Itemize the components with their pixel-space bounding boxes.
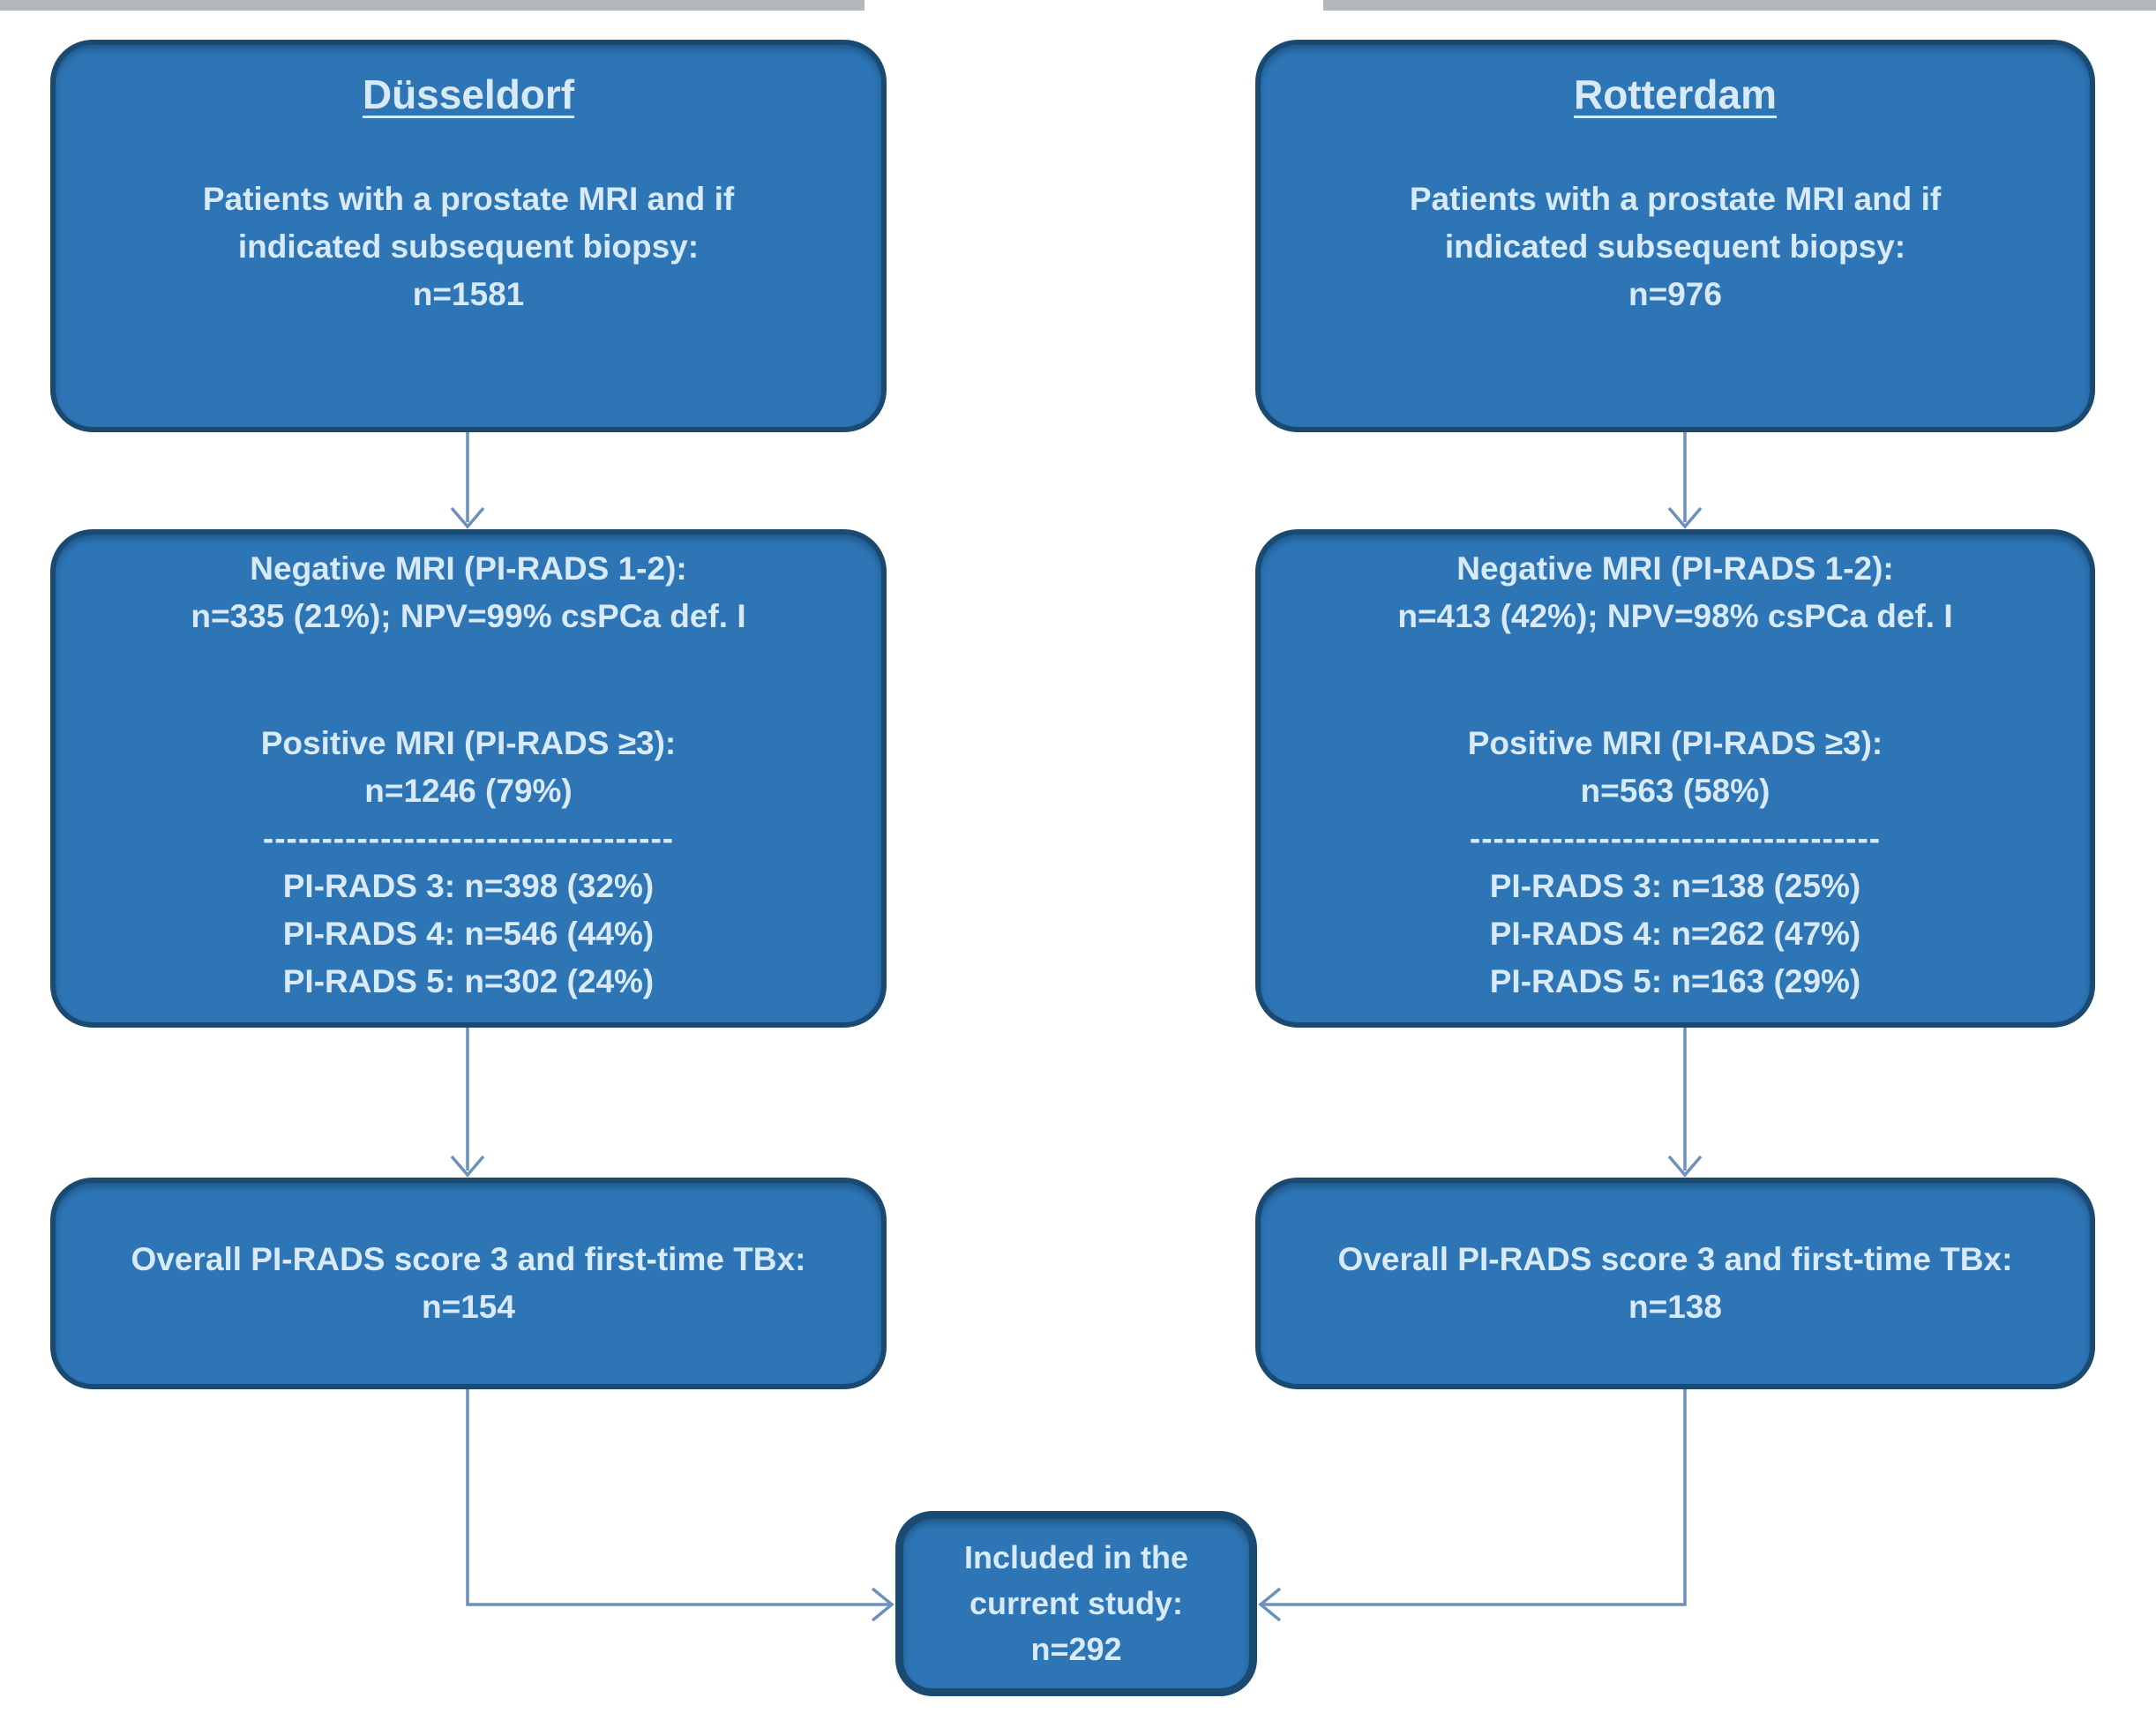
cohort-title: Rotterdam	[1573, 71, 1778, 117]
text-line: n=335 (21%); NPV=99% csPCa def. I	[191, 598, 746, 634]
top-border-right	[1323, 0, 2156, 11]
pirads4-count: PI-RADS 4: n=262 (47%)	[1489, 916, 1861, 952]
arrow-head-down-icon	[450, 1155, 485, 1178]
patient-count: n=1581	[412, 276, 525, 312]
pirads-breakdown-group: PI-RADS 3: n=398 (32%) PI-RADS 4: n=546 …	[283, 863, 655, 1006]
arrow-head-down-icon	[1667, 1155, 1703, 1178]
pirads4-count: PI-RADS 4: n=546 (44%)	[282, 916, 655, 952]
dashed-separator: -----------------------------------	[262, 820, 675, 857]
text-line: Overall PI-RADS score 3 and first-time T…	[131, 1241, 806, 1277]
positive-mri-group: Positive MRI (PI-RADS ≥3): n=1246 (79%)	[261, 720, 677, 815]
text-line: Included in the	[963, 1539, 1188, 1575]
patient-count: n=154	[422, 1289, 515, 1325]
dusseldorf-mri-results-box: Negative MRI (PI-RADS 1-2): n=335 (21%);…	[50, 529, 887, 1028]
included-in-study-box: Included in the current study: n=292	[895, 1511, 1257, 1696]
patient-count: n=292	[1030, 1631, 1122, 1667]
text-line: n=1246 (79%)	[364, 773, 573, 809]
text-line: Positive MRI (PI-RADS ≥3):	[260, 725, 677, 761]
text-line: Positive MRI (PI-RADS ≥3):	[1467, 725, 1883, 761]
arrow-head-down-icon	[450, 506, 485, 529]
dusseldorf-cohort-box: Düsseldorf Patients with a prostate MRI …	[50, 40, 887, 432]
pirads3-count: PI-RADS 3: n=138 (25%)	[1489, 868, 1861, 904]
dusseldorf-included-box: Overall PI-RADS score 3 and first-time T…	[50, 1178, 887, 1389]
negative-mri-group: Negative MRI (PI-RADS 1-2): n=335 (21%);…	[191, 545, 745, 640]
arrow-head-left-icon	[1258, 1587, 1282, 1622]
text-line: Patients with a prostate MRI and if	[202, 181, 735, 217]
text-line: current study:	[969, 1585, 1184, 1621]
text-line: n=413 (42%); NPV=98% csPCa def. I	[1397, 598, 1953, 634]
patient-count: n=138	[1628, 1289, 1722, 1325]
cohort-title: Düsseldorf	[362, 71, 575, 117]
text-line: Negative MRI (PI-RADS 1-2):	[1456, 550, 1894, 587]
cohort-description: Patients with a prostate MRI and if indi…	[203, 176, 734, 318]
pirads5-count: PI-RADS 5: n=163 (29%)	[1489, 963, 1861, 999]
arrow-head-down-icon	[1667, 506, 1703, 529]
arrow-head-right-icon	[871, 1587, 895, 1622]
rotterdam-mri-results-box: Negative MRI (PI-RADS 1-2): n=413 (42%);…	[1255, 529, 2095, 1028]
pirads5-count: PI-RADS 5: n=302 (24%)	[282, 963, 655, 999]
text-line: Overall PI-RADS score 3 and first-time T…	[1337, 1241, 2013, 1277]
pirads3-count: PI-RADS 3: n=398 (32%)	[282, 868, 655, 904]
text-line: indicated subsequent biopsy:	[237, 228, 700, 265]
elbow-line	[466, 1387, 889, 1606]
dusseldorf-connectors	[450, 430, 895, 1622]
positive-mri-group: Positive MRI (PI-RADS ≥3): n=563 (58%)	[1468, 720, 1883, 815]
pirads-breakdown-group: PI-RADS 3: n=138 (25%) PI-RADS 4: n=262 …	[1490, 863, 1861, 1006]
rotterdam-included-box: Overall PI-RADS score 3 and first-time T…	[1255, 1178, 2095, 1389]
text-line: Negative MRI (PI-RADS 1-2):	[250, 550, 687, 587]
dashed-separator: -----------------------------------	[1469, 820, 1882, 857]
rotterdam-connectors	[1258, 430, 1703, 1622]
cohort-description: Patients with a prostate MRI and if indi…	[1410, 176, 1941, 318]
negative-mri-group: Negative MRI (PI-RADS 1-2): n=413 (42%);…	[1397, 545, 1952, 640]
text-line: indicated subsequent biopsy:	[1444, 228, 1906, 265]
text-line: Patients with a prostate MRI and if	[1409, 181, 1942, 217]
elbow-line	[1263, 1387, 1687, 1606]
text-line: n=563 (58%)	[1580, 773, 1770, 809]
rotterdam-cohort-box: Rotterdam Patients with a prostate MRI a…	[1255, 40, 2095, 432]
top-border-left	[0, 0, 865, 11]
patient-count: n=976	[1628, 276, 1722, 312]
